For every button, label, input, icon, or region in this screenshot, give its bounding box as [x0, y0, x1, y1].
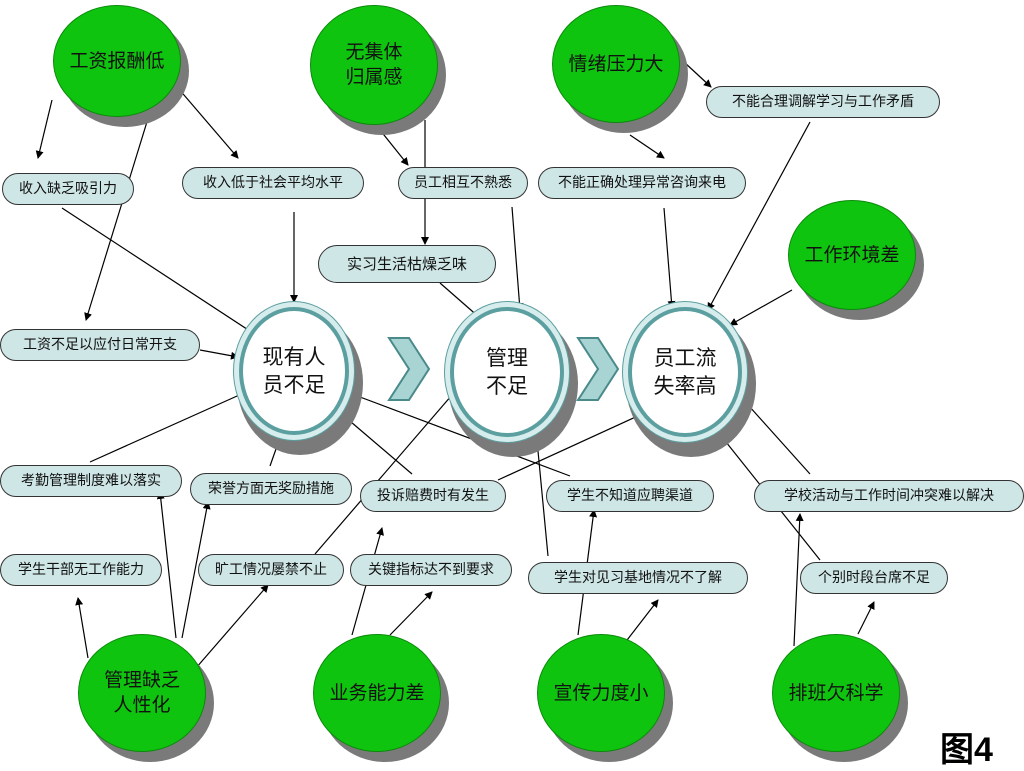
- factor-income-unattractive: 收入缺乏吸引力: [2, 173, 134, 205]
- chevron-arrow-icon: [576, 337, 620, 401]
- factor-study-work-conflict: 不能合理调解学习与工作矛盾: [706, 86, 940, 118]
- factor-boring-internship: 实习生活枯燥乏味: [318, 245, 496, 283]
- cause-poor-environment: 工作环境差: [788, 200, 916, 310]
- cause-unscientific-scheduling: 排班欠科学: [772, 634, 900, 752]
- outcome-management-lacking: 管理 不足: [450, 307, 564, 437]
- factor-wage-insufficient: 工资不足以应付日常开支: [0, 329, 200, 361]
- cause-poor-skills: 业务能力差: [313, 634, 441, 752]
- cause-no-belonging: 无集体 归属感: [310, 5, 438, 125]
- factor-cadre-unable: 学生干部无工作能力: [0, 554, 162, 586]
- factor-cannot-handle-calls: 不能正确处理异常咨询来电: [538, 167, 746, 199]
- cause-inhumane-management: 管理缺乏 人性化: [78, 634, 206, 752]
- figure-label: 图4: [940, 731, 993, 769]
- factor-income-below-average: 收入低于社会平均水平: [182, 167, 364, 199]
- outcome-turnover-high: 员工流 失率高: [628, 307, 742, 437]
- factor-base-unknown: 学生对见习基地情况不了解: [528, 562, 748, 594]
- outcome-staff-shortage: 现有人 员不足: [239, 307, 349, 435]
- factor-no-honor-reward: 荣誉方面无奖励措施: [190, 473, 352, 505]
- factor-seat-shortage: 个别时段台席不足: [800, 562, 948, 594]
- factor-absenteeism: 旷工情况屡禁不止: [198, 554, 344, 586]
- factor-school-activity-conflict: 学校活动与工作时间冲突难以解决: [754, 480, 1024, 512]
- factor-attendance-hard: 考勤管理制度难以落实: [0, 465, 182, 497]
- chevron-arrow-icon: [387, 337, 431, 401]
- factor-kpi-unmet: 关键指标达不到要求: [350, 554, 512, 586]
- cause-emotional-pressure: 情绪压力大: [552, 5, 680, 123]
- cause-low-pay: 工资报酬低: [53, 5, 181, 117]
- cause-weak-promotion: 宣传力度小: [537, 634, 665, 752]
- factor-recruit-channel-unknown: 学生不知道应聘渠道: [546, 480, 714, 512]
- factor-staff-unfamiliar: 员工相互不熟悉: [398, 167, 528, 199]
- factor-complaint-compensation: 投诉赔费时有发生: [360, 480, 506, 512]
